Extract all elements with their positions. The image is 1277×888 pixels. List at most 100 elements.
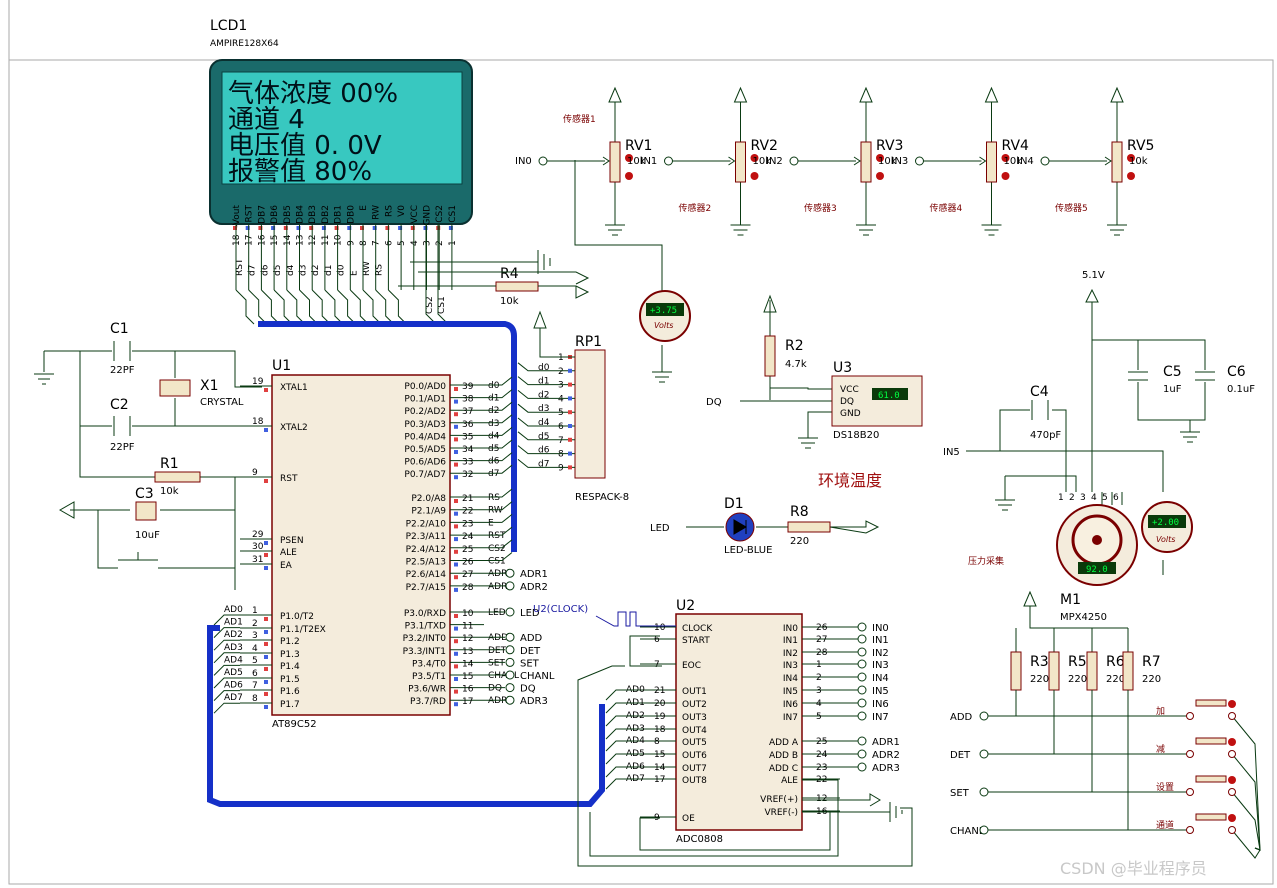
ds18b20-sensor[interactable]: R2 4.7k U3 VCC DQ GND 61.0 DS18B20 DQ	[706, 294, 923, 449]
net-terminal[interactable]	[857, 647, 867, 657]
mcu-pin-port	[454, 462, 458, 467]
pot-knob[interactable]	[625, 154, 633, 162]
oscillator-circuit[interactable]	[34, 341, 262, 590]
net-terminal[interactable]	[979, 825, 989, 835]
adc-pin-num: 21	[654, 686, 665, 696]
mcu-pin-port	[454, 524, 458, 529]
rp1-wire	[517, 362, 575, 372]
pot-knob[interactable]	[1001, 172, 1010, 180]
net-terminal[interactable]	[857, 685, 867, 695]
pot-knob[interactable]	[876, 172, 884, 180]
r1-body[interactable]	[154, 471, 201, 483]
net-terminal[interactable]	[505, 670, 515, 680]
net-terminal[interactable]	[1040, 156, 1050, 166]
lcd-module[interactable]: LCD1 AMPIRE128X64 气体浓度 00% 通道 4 电压值 0. 0…	[209, 18, 473, 314]
net-terminal[interactable]	[789, 156, 799, 166]
pot-knob[interactable]	[625, 172, 633, 180]
mcu-pin-num: 15	[462, 672, 473, 682]
bus-entry	[484, 552, 513, 561]
button-cap[interactable]	[1195, 737, 1227, 745]
c5-val: 1uF	[1163, 384, 1182, 395]
lcd-pin-port	[410, 226, 415, 230]
net-terminal[interactable]	[857, 659, 867, 669]
net-terminal[interactable]	[857, 711, 867, 721]
adc-pin-num: 15	[654, 750, 665, 760]
net-terminal[interactable]	[505, 632, 515, 642]
button-contact	[1186, 750, 1194, 758]
pot-knob[interactable]	[1127, 154, 1135, 162]
net-terminal[interactable]	[664, 156, 673, 166]
net-terminal[interactable]	[979, 711, 989, 721]
pot-knob[interactable]	[1001, 154, 1010, 162]
mcu-pin-num: 27	[462, 570, 473, 580]
mcu-pin-num: 21	[462, 494, 473, 504]
voltmeter-1[interactable]: +3.75 Volts	[574, 160, 691, 383]
pot-knob[interactable]	[750, 154, 759, 162]
net-terminal[interactable]	[857, 762, 867, 772]
net-terminal[interactable]	[505, 581, 515, 591]
net-terminal[interactable]	[505, 683, 515, 693]
mcu-pin-port	[454, 587, 458, 592]
lcd-pin-num: 16	[257, 234, 267, 246]
mcu-pin-num: 29	[252, 530, 264, 540]
lcd-line-1: 气体浓度 00%	[228, 79, 398, 109]
adc-bus-entry	[605, 715, 640, 727]
adc-pin-num: 24	[816, 750, 828, 760]
mcu-at89c52[interactable]: U1 AT89C52 19XTAL118XTAL29RST29PSEN30ALE…	[240, 358, 555, 730]
net-terminal[interactable]	[857, 698, 867, 708]
net-terminal[interactable]	[979, 787, 989, 797]
mcu-pin-num: 22	[462, 507, 473, 517]
net-terminal[interactable]	[505, 657, 515, 667]
vm2-reading: +2.00	[1152, 518, 1179, 528]
mcu-pin-port	[264, 479, 268, 483]
ad-bus-entry	[213, 664, 240, 676]
button-cap[interactable]	[1195, 813, 1227, 821]
net-terminal[interactable]	[505, 568, 515, 578]
net-terminal[interactable]	[505, 645, 515, 655]
rp1-pin-port	[568, 382, 572, 387]
lcd-pin-18: CS1	[448, 205, 458, 223]
net-terminal[interactable]	[857, 736, 867, 746]
pot-knob[interactable]	[1127, 172, 1135, 180]
pot-knob[interactable]	[750, 172, 759, 180]
net-terminal[interactable]	[538, 156, 548, 166]
bus-entry	[484, 501, 513, 511]
button-cap[interactable]	[1195, 699, 1227, 707]
ad-bus-entry	[213, 614, 240, 626]
net-terminal[interactable]	[505, 695, 515, 705]
net-terminal[interactable]	[915, 156, 924, 166]
button-cap[interactable]	[1195, 775, 1227, 783]
x1-val: CRYSTAL	[200, 397, 244, 408]
net-terminal[interactable]	[505, 607, 515, 617]
c3-body[interactable]	[135, 501, 157, 521]
sensor-potentiometers[interactable]: RV110k传感器1IN0RV210k传感器2IN1RV310k传感器3IN2R…	[515, 86, 1154, 236]
adc-pin-num: 28	[816, 648, 828, 658]
net-terminal[interactable]	[857, 622, 867, 632]
m1-caption: 压力采集	[968, 555, 1004, 567]
pot-body	[735, 141, 746, 183]
sensor-label: 传感器5	[1055, 202, 1088, 214]
mcu-pin-num: 31	[252, 555, 263, 565]
button-wire	[988, 690, 1261, 851]
lcd-bus-entry	[299, 289, 318, 325]
r4-resistor[interactable]: R4 10k	[398, 250, 590, 307]
mcu-pin-port	[454, 450, 458, 454]
led-d1[interactable]: D1 LED-BLUE LED R8 220	[650, 496, 880, 556]
mcu-net-RST: RST	[488, 531, 506, 541]
net-terminal[interactable]	[857, 634, 867, 644]
x1-crystal-body[interactable]	[159, 379, 191, 397]
adc-pin-num: 20	[654, 699, 666, 709]
net-terminal[interactable]	[857, 749, 867, 759]
lcd-pin-11: E	[359, 205, 369, 211]
pot-knob[interactable]	[876, 154, 884, 162]
ad-label: AD1	[224, 618, 243, 628]
net-terminal[interactable]	[979, 749, 989, 759]
net-terminal[interactable]	[857, 672, 867, 682]
lcd-pin-num: 6	[384, 240, 394, 246]
pullup-wires	[1015, 590, 1129, 660]
